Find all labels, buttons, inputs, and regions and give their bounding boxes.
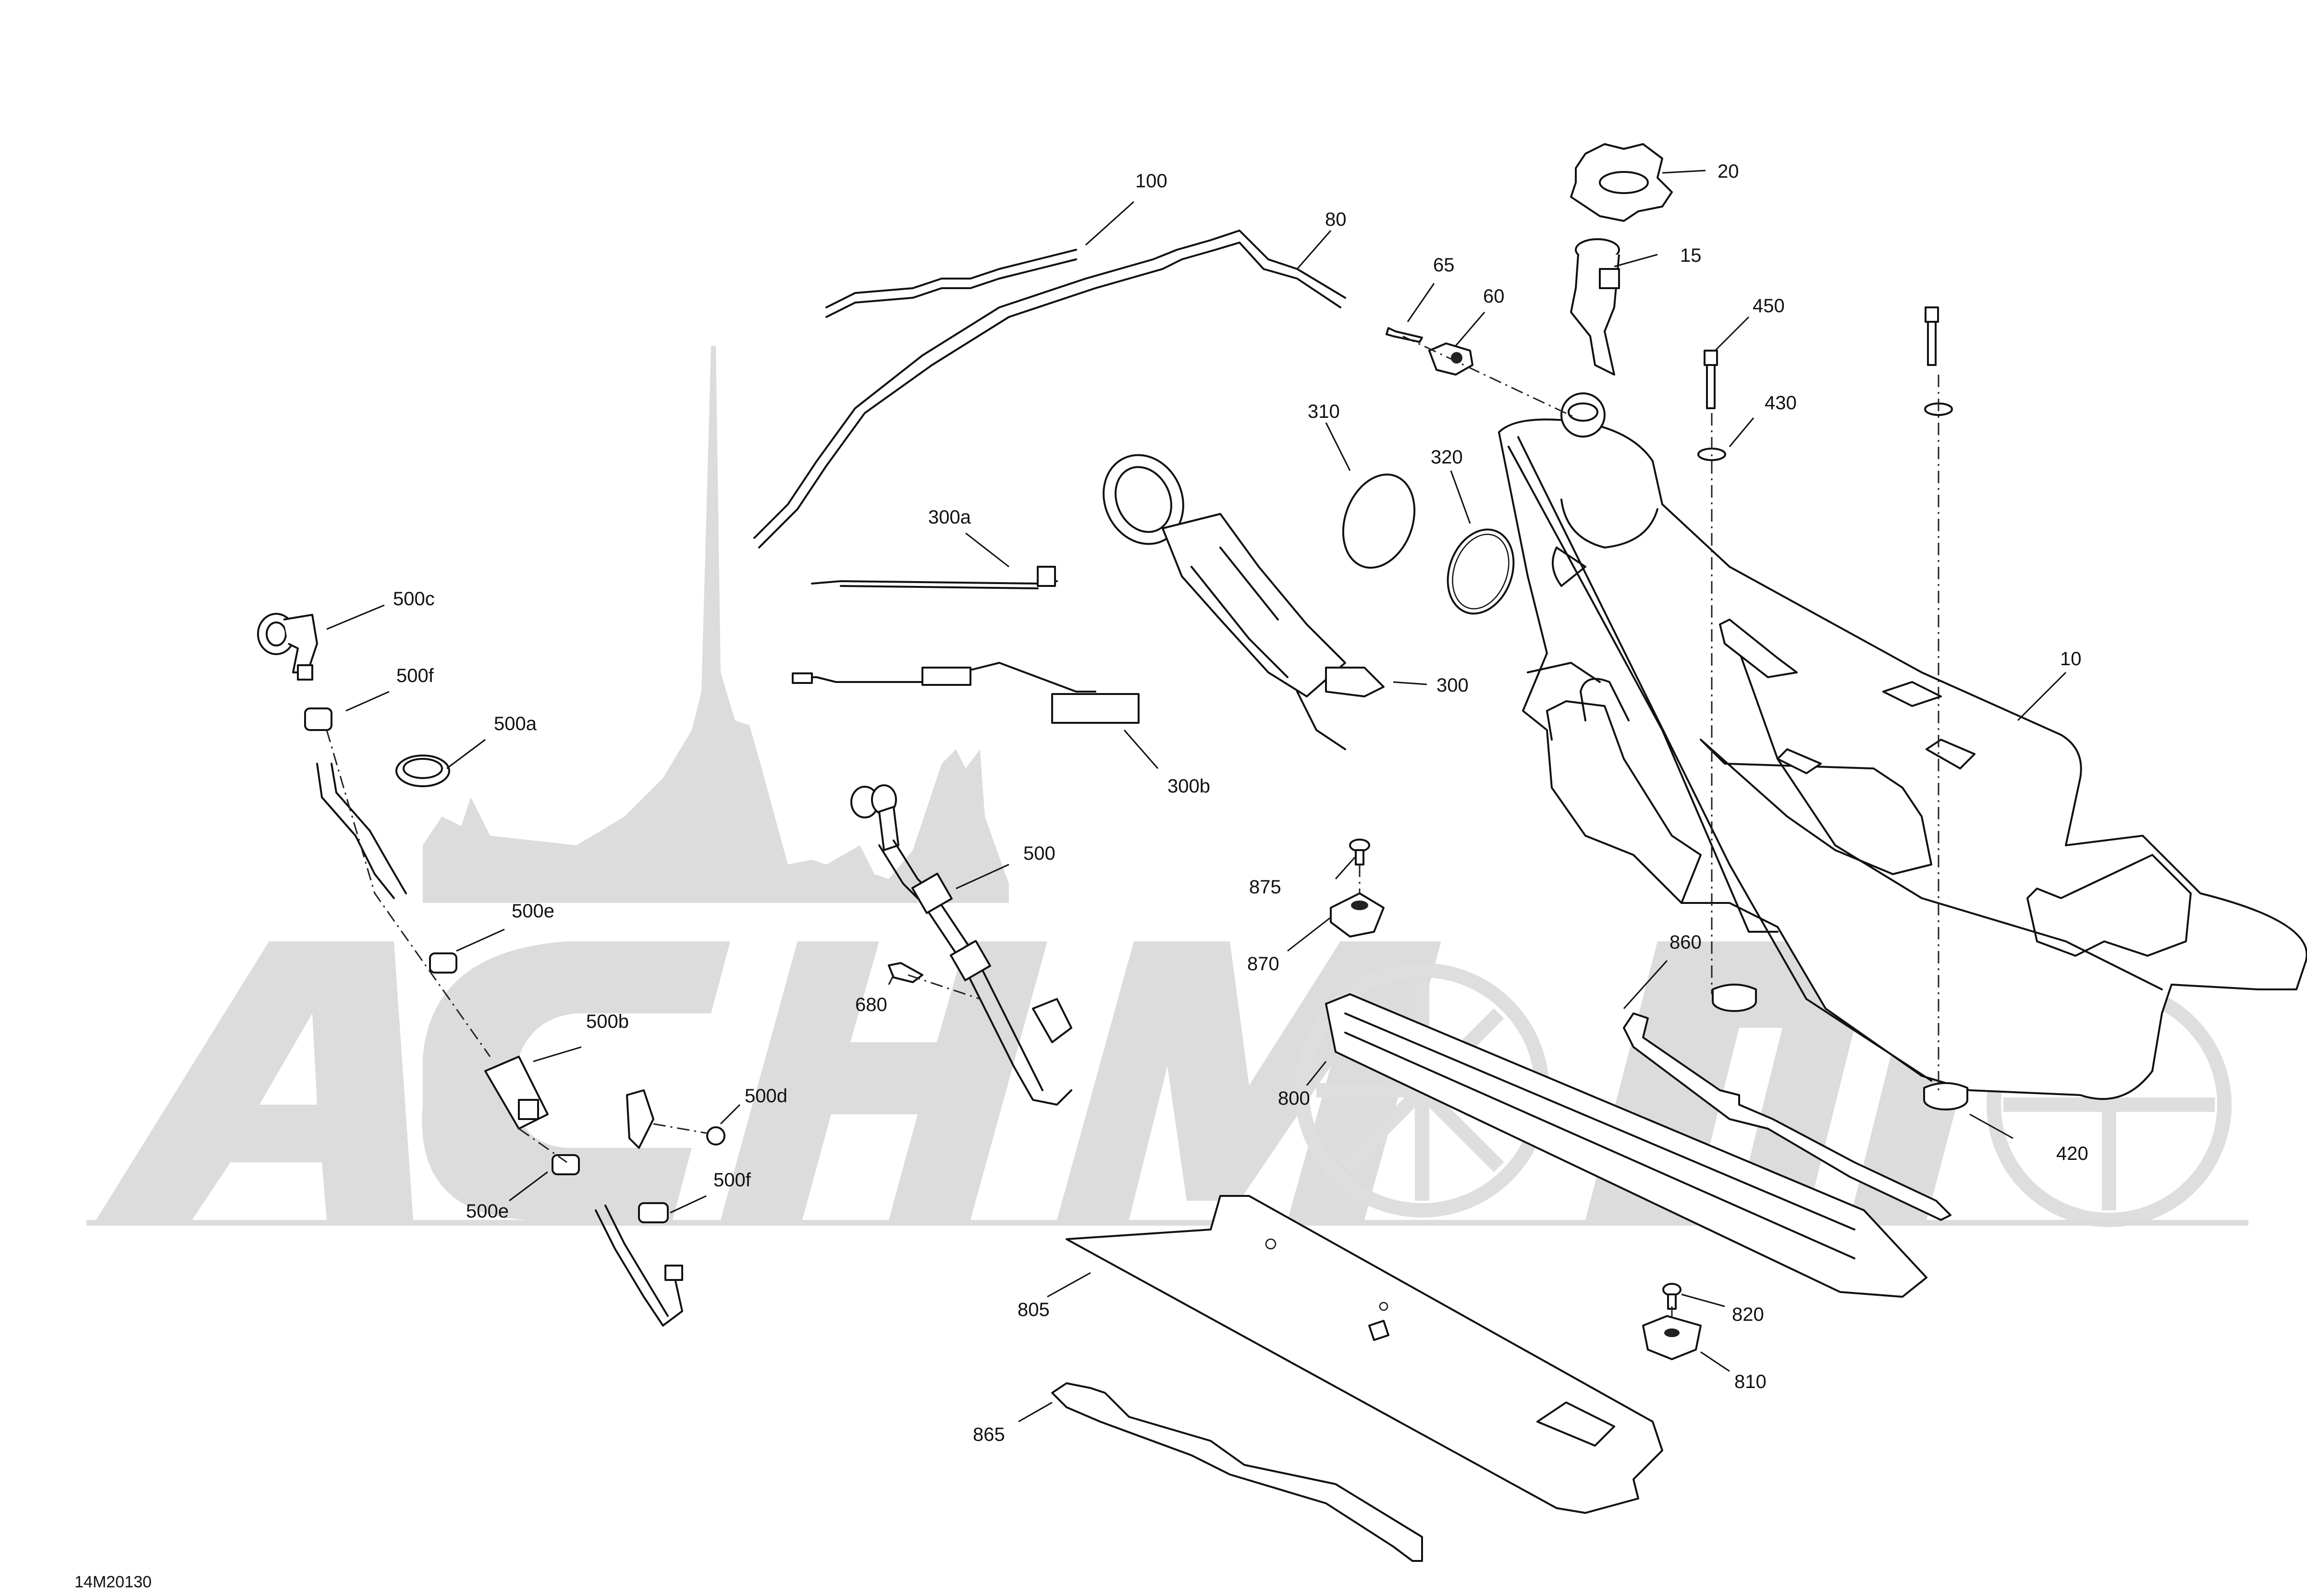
clip-870 [1330,892,1385,938]
callout-500: 500 [1023,843,1055,864]
clip-810 [1642,1315,1702,1360]
filler-cap [1570,143,1673,222]
callout-450: 450 [1753,295,1785,317]
filler-neck [1570,238,1620,376]
watermark-base [86,1220,2248,1226]
vent-hose-100 [825,249,1077,318]
hose-lower [595,1205,683,1327]
bolt-450-left [1704,350,1718,409]
callout-labels: 20 15 100 80 65 60 450 430 310 320 300a … [393,161,2088,1445]
callout-15: 15 [1680,245,1702,266]
seal-ring-320 [1447,528,1515,615]
clamp-500f-bot [638,1202,669,1223]
callout-870: 870 [1247,953,1279,975]
callout-420: 420 [2056,1143,2088,1164]
watermark-letter-c [422,941,730,1220]
skid-plate-805 [1066,1195,1663,1514]
clamp-500f-top [304,707,332,731]
callout-310: 310 [1308,401,1340,422]
callout-500d: 500d [745,1085,787,1107]
callout-60: 60 [1483,286,1505,307]
screw-820 [1662,1283,1681,1310]
clamp-500a [395,755,450,787]
fuel-filter-500b [484,1056,549,1130]
callout-800: 800 [1278,1088,1310,1109]
callout-875: 875 [1249,877,1281,898]
rubber-pad-420-right [1923,1082,1968,1110]
callout-810: 810 [1734,1371,1767,1392]
bolt-450-right [1925,306,1939,366]
callout-320: 320 [1431,447,1463,468]
callout-20: 20 [1718,161,1739,182]
clamp-500e-bot [552,1154,580,1175]
screw-65 [1386,327,1423,343]
sensor-rod-300a [811,566,1058,589]
callout-500f-bot: 500f [713,1170,751,1191]
callout-500c: 500c [393,588,435,609]
callout-10: 10 [2060,648,2082,670]
watermark-letter-h [721,941,1047,1220]
screw-875 [1349,839,1370,865]
vent-hose-80 [753,230,1346,548]
callout-430: 430 [1765,392,1797,414]
rubber-pad-420-left [1712,984,1757,1012]
callout-500b: 500b [586,1011,629,1032]
center-lines [326,335,1939,1318]
fuel-line-500 [850,784,1072,1106]
callout-80: 80 [1325,209,1347,230]
callout-500e-bot: 500e [466,1201,509,1222]
screw-680 [888,962,923,983]
quick-connector-500c [257,613,318,681]
callout-300b: 300b [1167,776,1210,797]
bracket-860 [1623,1012,1951,1221]
retaining-ring-310 [1342,474,1416,569]
callout-300: 300 [1436,675,1469,696]
leader-lines [326,170,2067,1423]
bracket-865 [1051,1382,1423,1562]
fuel-pump-300 [1103,454,1385,750]
level-sender [792,662,1096,693]
hose-upper [316,763,407,899]
clamp-500e-top [429,952,457,974]
callout-100: 100 [1135,171,1167,192]
callout-500e-top: 500e [512,901,554,922]
float-300b [1051,693,1140,724]
watermark-skyline [423,346,1009,903]
fuel-tank [1498,392,2307,1100]
callout-865: 865 [973,1424,1005,1445]
callout-500a: 500a [494,713,537,734]
callout-500f-top: 500f [396,665,434,686]
heat-shield-800 [1325,993,1927,1298]
callout-300a: 300a [928,507,971,528]
tank-neck [1560,392,1606,438]
drawing-reference: 14M20130 [74,1573,152,1591]
watermark-letter-a [96,941,413,1220]
tee-fitting-500d [626,1089,725,1149]
callout-805: 805 [1018,1299,1050,1320]
callout-860: 860 [1669,932,1702,953]
callout-65: 65 [1433,255,1455,276]
callout-680: 680 [855,994,887,1015]
callout-820: 820 [1732,1304,1764,1325]
